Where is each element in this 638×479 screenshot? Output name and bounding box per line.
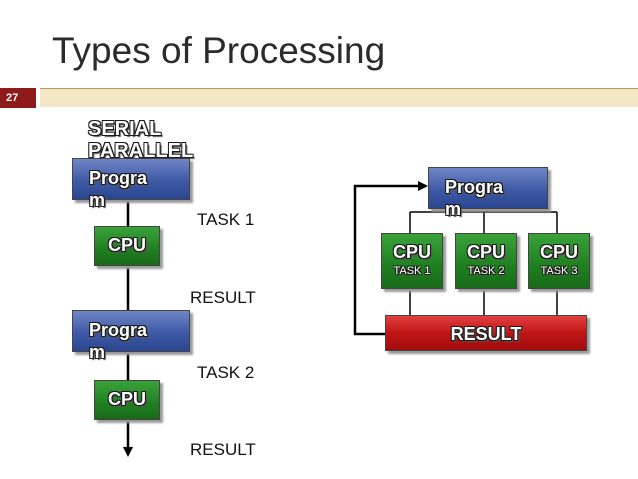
serial-task-2: TASK 2: [197, 363, 255, 382]
serial-cpu-label-1: CPU: [107, 235, 146, 255]
slide-number: 27: [0, 88, 36, 108]
parallel-program-label: Progra m: [445, 177, 504, 219]
parallel-result-label: RESULT: [450, 324, 522, 344]
parallel-cpu-task-2: TASK 2: [467, 265, 505, 277]
feedback-loop-arrow: [353, 181, 428, 336]
parallel-cpu-label-1: CPU: [392, 242, 431, 262]
parallel-cpu-box-2: CPU TASK 2: [455, 233, 517, 289]
parallel-cpu-task-3: TASK 3: [540, 265, 578, 277]
header-band: [40, 89, 638, 107]
serial-result-1: RESULT: [190, 288, 256, 307]
parallel-cpu-label-2: CPU: [466, 242, 505, 262]
parallel-program-box: Progra m: [428, 167, 548, 219]
serial-parallel-heading: SERIAL PARALLEL: [88, 118, 193, 162]
parallel-cpu-box-3: CPU TASK 3: [528, 233, 590, 289]
parallel-cpu-task-1: TASK 1: [393, 265, 431, 277]
serial-program-label-1: Progra m: [89, 168, 148, 210]
serial-label: SERIAL: [88, 118, 162, 140]
parallel-result-box: RESULT: [385, 315, 587, 351]
serial-result-2: RESULT: [190, 440, 256, 459]
serial-program-box-2: Progra m: [72, 310, 190, 362]
serial-task-1: TASK 1: [197, 210, 255, 229]
slide-title: Types of Processing: [52, 30, 386, 71]
parallel-label: PARALLEL: [88, 140, 194, 162]
header-rule: [40, 88, 638, 89]
parallel-cpu-box-1: CPU TASK 1: [381, 233, 443, 289]
serial-program-box-1: Progra m: [72, 158, 190, 210]
parallel-cpu-label-3: CPU: [539, 242, 578, 262]
serial-program-label-2: Progra m: [89, 320, 148, 362]
serial-cpu-label-2: CPU: [107, 389, 146, 409]
serial-cpu-box-1: CPU: [94, 226, 160, 266]
serial-cpu-box-2: CPU: [94, 380, 160, 420]
